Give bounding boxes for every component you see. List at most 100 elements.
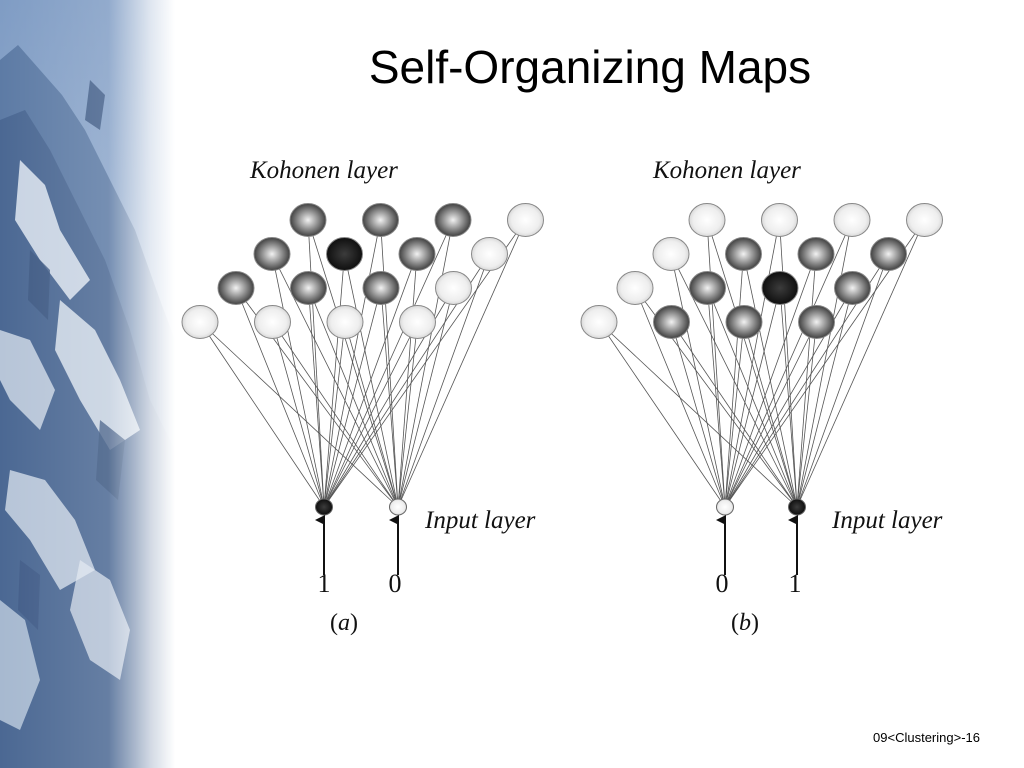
kohonen-neuron-mid [725,237,762,271]
connection-line [199,321,325,508]
kohonen-neuron-light [652,237,690,271]
connection-line [272,321,325,508]
connection-line [308,287,399,508]
connection-line [796,219,925,508]
kohonen-neuron-mid [362,271,400,305]
panel-b: Kohonen layer Input layer 0 1 (b) [580,157,943,636]
connection-line [397,219,526,508]
connection-line [397,253,490,508]
connection-line [796,253,889,508]
connection-line [724,321,817,508]
kohonen-neurons-a [181,203,544,339]
kohonen-neuron-mid [253,237,291,271]
connection-line [796,321,817,508]
connection-line [323,287,382,508]
input-neuron-light [716,498,734,516]
connection-line [323,219,381,508]
connection-line [724,287,781,508]
connection-line [380,287,399,508]
connection-line [344,253,399,508]
slide-footer: 09<Clustering>-16 [873,730,980,745]
kohonen-neuron-light [616,271,654,305]
kohonen-neuron-mid [653,305,690,339]
connection-line [323,321,346,508]
connection-line [323,219,454,508]
connection-line [724,253,817,508]
kohonen-neuron-mid [689,271,726,305]
kohonen-neuron-light [471,237,508,271]
panel-caption: (a) [330,610,358,636]
kohonen-layer-label: Kohonen layer [249,157,398,184]
kohonen-neuron-light [833,203,871,237]
slide-title: Self-Organizing Maps [368,41,812,93]
input-layer-label: Input layer [424,507,536,534]
connection-line [670,253,726,508]
connection-line [307,219,399,508]
kohonen-neuron-mid [834,271,871,305]
connection-line [724,321,745,508]
kohonen-neuron-light [326,305,364,339]
input-neuron-light [389,498,407,516]
kohonen-neuron-mid [725,305,763,339]
kohonen-neuron-light [688,203,726,237]
connection-line [724,219,780,508]
connection-line [397,219,454,508]
connection-line [598,321,726,508]
input-neuron-dark [315,498,333,516]
connection-line [235,287,325,508]
connection-line [323,321,418,508]
input-neuron-dark [788,498,806,516]
connection-line [707,287,726,508]
kohonen-neuron-mid [798,305,835,339]
panel-a: Kohonen layer Input layer 1 0 (a) [181,157,544,636]
input-neurons-b [716,498,806,516]
kohonen-neuron-light [507,203,544,237]
panel-caption: (b) [731,610,759,636]
connection-line [271,253,325,508]
connection-line [706,219,726,508]
kohonen-neuron-mid [217,271,255,305]
connection-line [323,253,418,508]
connection-line [397,321,418,508]
connection-line [199,321,399,508]
kohonen-neuron-light [435,271,472,305]
kohonen-neuron-mid [362,203,399,237]
connection-line [323,253,345,508]
input-value: 0 [716,569,729,598]
connection-line [397,287,454,508]
input-value: 1 [318,569,331,598]
input-value: 1 [789,569,802,598]
input-neurons-a [315,498,407,516]
kohonen-neuron-dark [761,271,799,305]
kohonen-neuron-light [906,203,943,237]
connection-line [397,253,418,508]
kohonen-neuron-light [181,305,219,339]
kohonen-neuron-mid [398,237,436,271]
kohonen-neuron-light [254,305,291,339]
kohonen-neuron-light [761,203,798,237]
connection-line [724,253,744,508]
mountain-side-image [0,0,175,768]
input-layer-label: Input layer [831,507,943,534]
kohonen-neuron-mid [870,237,907,271]
kohonen-neuron-light [580,305,618,339]
kohonen-layer-label: Kohonen layer [652,157,801,184]
kohonen-neuron-mid [290,271,327,305]
kohonen-neuron-mid [797,237,835,271]
kohonen-neurons-b [580,203,943,339]
kohonen-neuron-dark [326,237,363,271]
kohonen-neuron-mid [289,203,327,237]
connections-a [199,219,526,508]
connection-line [671,321,726,508]
connection-line [344,321,399,508]
kohonen-neuron-mid [434,203,472,237]
connection-line [272,321,399,508]
connection-line [380,219,399,508]
connection-line [308,287,325,508]
connection-line [307,219,325,508]
kohonen-neuron-light [399,305,436,339]
input-value: 0 [389,569,402,598]
connection-line [796,287,853,508]
